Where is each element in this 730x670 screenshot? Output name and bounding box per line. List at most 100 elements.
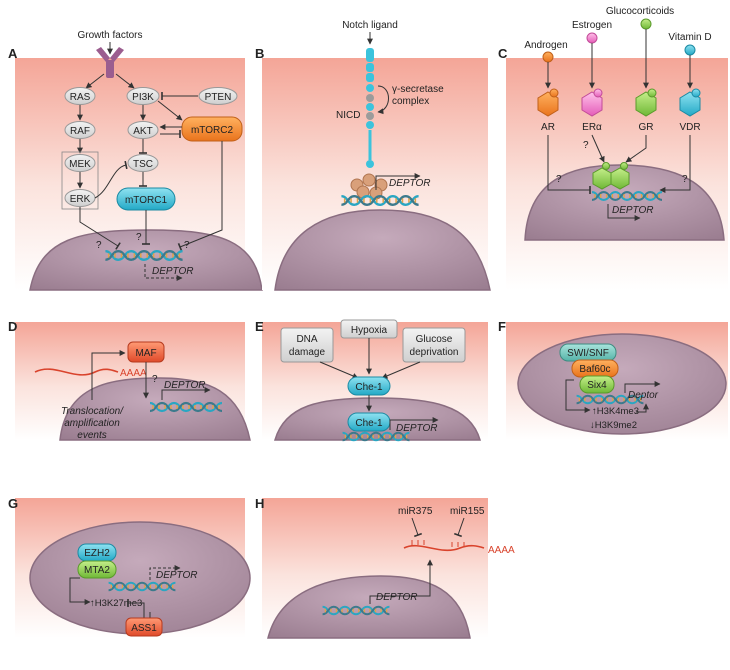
svg-text:Glucose: Glucose (416, 334, 453, 345)
svg-text:Baf60c: Baf60c (579, 364, 610, 375)
vitamin-d-label: Vitamin D (668, 32, 711, 43)
events-label: events (77, 430, 106, 441)
glucocorticoids-label: Glucocorticoids (606, 6, 674, 17)
vdr-receptor-icon (679, 88, 701, 117)
panel-label-d: D (8, 319, 17, 334)
svg-text:AKT: AKT (133, 126, 152, 137)
pten-node: PTEN (198, 87, 238, 105)
er-label: ERα (582, 122, 602, 133)
gamma-secretase-label: γ-secretase (392, 84, 444, 95)
nicd-label: NICD (336, 110, 360, 121)
deptor-gene-h: DEPTOR (376, 592, 418, 603)
gr-dimer-complex (592, 162, 630, 190)
gr-receptor-icon (635, 88, 657, 117)
svg-text:DNA: DNA (296, 334, 317, 345)
che1-bottom-node: Che-1 (347, 412, 391, 432)
panel-b: B Notch ligand γ-secretase complex NICD (255, 20, 491, 291)
svg-text:TSC: TSC (133, 159, 153, 170)
glucose-deprivation-box: Glucose deprivation (402, 327, 466, 363)
svg-text:deprivation: deprivation (410, 347, 459, 358)
svg-text:ERK: ERK (70, 194, 91, 205)
deptor-gene-g: DEPTOR (156, 570, 198, 581)
raf-node: RAF (64, 121, 96, 139)
svg-text:mTORC2: mTORC2 (191, 125, 233, 136)
svg-text:MEK: MEK (69, 159, 91, 170)
svg-text:Che-1: Che-1 (355, 418, 383, 429)
ar-label: AR (541, 122, 555, 133)
panel-h: H miR375 miR155 AAAA DEPTOR (255, 496, 515, 639)
akt-node: AKT (127, 121, 159, 139)
panel-g: G EZH2 MTA2 DEPTOR ↑H3K27me3 ASS1 (8, 496, 251, 638)
svg-text:PI3K: PI3K (132, 92, 154, 103)
svg-text:Hypoxia: Hypoxia (351, 325, 388, 336)
amplification-label: amplification (64, 418, 120, 429)
ras-node: RAS (64, 87, 96, 105)
svg-text:RAF: RAF (70, 126, 90, 137)
maf-mrna (34, 368, 119, 376)
panel-label-b: B (255, 46, 264, 61)
mek-node: MEK (64, 154, 96, 172)
pi3k-node: PI3K (126, 87, 160, 105)
svg-text:damage: damage (289, 347, 326, 358)
h3k9me2-label: ↓H3K9me2 (590, 420, 637, 431)
svg-text:RAS: RAS (70, 92, 91, 103)
ezh2-node: EZH2 (77, 543, 117, 562)
er-receptor-icon (581, 88, 603, 117)
h3k27me3-label: ↑H3K27me3 (90, 598, 142, 609)
svg-text:PTEN: PTEN (205, 92, 232, 103)
svg-text:Six4: Six4 (587, 380, 607, 391)
vdr-label: VDR (679, 122, 700, 133)
che1-top-node: Che-1 (347, 376, 391, 396)
deptor-gene-f: Deptor (628, 390, 659, 401)
mtorc2-node: mTORC2 (181, 116, 243, 142)
dna-damage-box: DNA damage (280, 327, 334, 363)
ass1-node: ASS1 (125, 617, 163, 637)
svg-text:MAF: MAF (135, 348, 156, 359)
growth-factors-label: Growth factors (77, 30, 142, 41)
svg-text:EZH2: EZH2 (84, 548, 110, 559)
panel-label-e: E (255, 319, 264, 334)
svg-text:SWI/SNF: SWI/SNF (567, 348, 609, 359)
six4-node: Six4 (579, 375, 615, 394)
erk-node: ERK (64, 189, 96, 207)
maf-polya-tail: AAAA (120, 368, 147, 379)
svg-text:mTORC1: mTORC1 (125, 195, 167, 206)
question-mark-mtorc2: ? (184, 240, 190, 251)
svg-text:Che-1: Che-1 (355, 382, 383, 393)
swisnf-node: SWI/SNF (559, 343, 617, 362)
mir155-label: miR155 (450, 506, 485, 517)
tsc-node: TSC (127, 154, 159, 172)
question-mark-maf: ? (152, 374, 158, 385)
panel-a: A Growth factors RAS RAF MEK ERK (8, 30, 263, 291)
maf-node: MAF (127, 341, 165, 363)
notch-ligand-label: Notch ligand (342, 20, 398, 31)
mir375-label: miR375 (398, 506, 433, 517)
gr-label: GR (639, 122, 654, 133)
estrogen-label: Estrogen (572, 20, 612, 31)
panel-f: F SWI/SNF Baf60c Six4 Deptor ↑H3K4me3 ↓H… (498, 319, 728, 440)
h3k4me3-label: ↑H3K4me3 (592, 406, 639, 417)
panel-label-c: C (498, 46, 508, 61)
mirna-binding-sites (411, 540, 465, 547)
panel-label-a: A (8, 46, 18, 61)
panel-c: C Glucocorticoids Androgen Estrogen Vita… (498, 6, 728, 290)
deptor-gene-d: DEPTOR (164, 380, 206, 391)
translocation-label: Translocation/ (61, 406, 124, 417)
question-mark-ar: ? (556, 174, 562, 185)
hypoxia-box: Hypoxia (340, 319, 398, 339)
receptor-icon (96, 47, 124, 78)
deptor-gene-c: DEPTOR (612, 205, 654, 216)
panel-e: E DNA damage Hypoxia Glucose deprivation… (255, 319, 488, 442)
question-mark-mtorc1: ? (136, 232, 142, 243)
svg-text:MTA2: MTA2 (84, 565, 110, 576)
deptor-polya-tail: AAAA (488, 545, 515, 556)
panel-label-g: G (8, 496, 18, 511)
mtorc1-node: mTORC1 (116, 187, 176, 211)
deptor-mrna (403, 544, 485, 552)
panel-label-h: H (255, 496, 264, 511)
androgen-label: Androgen (524, 40, 567, 51)
deptor-gene-a: DEPTOR (152, 266, 194, 277)
panel-label-f: F (498, 319, 506, 334)
mta2-node: MTA2 (77, 560, 117, 579)
